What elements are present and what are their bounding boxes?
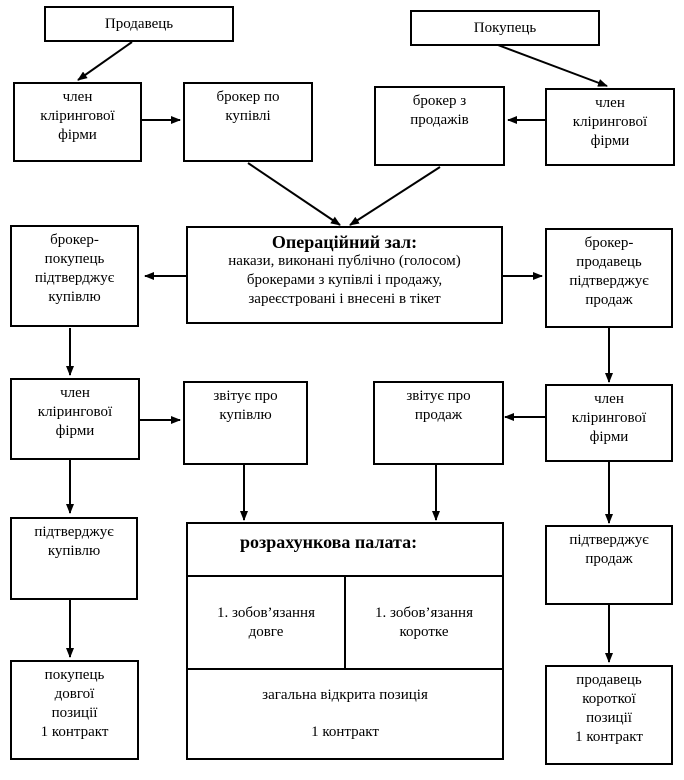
text-line: позиції [586, 710, 632, 726]
text-line: продаж [414, 407, 463, 423]
text-line: брокер з [412, 93, 467, 109]
text-line: підтверджує [34, 524, 114, 540]
text-line: член [62, 89, 93, 105]
text-line: коротке [399, 623, 449, 640]
short-position-seller-box: продавець короткої позиції 1 контракт [545, 665, 673, 765]
text-line: звітує про [213, 388, 278, 404]
trading-floor-box: Операційний зал: накази, виконані публіч… [186, 226, 503, 324]
short-obligation-cell: 1. зобов’язання коротке [346, 577, 502, 668]
text-line: купівлі [225, 108, 271, 124]
text-line: 1. зобов’язання [217, 604, 315, 621]
buyer-label: Покупець [473, 19, 537, 36]
reports-sale-box: звітує про продаж [373, 381, 504, 465]
text-line: покупець [44, 667, 105, 683]
text-line: довгої [54, 686, 95, 702]
text-line: клірингової [37, 404, 113, 420]
confirms-purchase-box: підтверджує купівлю [10, 517, 138, 600]
confirms-sale-box: підтверджує продаж [545, 525, 673, 605]
text-line: член [594, 391, 624, 407]
text-line: 1. зобов’язання [375, 604, 473, 621]
text-line: 1 контракт [40, 724, 109, 740]
text-line: клірингової [571, 410, 647, 426]
seller-box: Продавець [44, 6, 234, 42]
long-obligation-cell: 1. зобов’язання довге [188, 577, 344, 668]
text-line: підтверджує [569, 532, 649, 548]
text-line: 1 контракт [575, 729, 643, 745]
clearing-member-right-mid-box: член клірингової фірми [545, 384, 673, 462]
clearing-house-title: розрахункова палата: [240, 532, 418, 552]
text-line: брокер- [584, 235, 634, 251]
text-line: клірингової [40, 108, 115, 124]
clearing-house-box: розрахункова палата: 1. зобов’язання дов… [186, 522, 504, 760]
text-line: покупець [44, 251, 105, 267]
contract-count-text: 1 контракт [311, 724, 379, 740]
arrow-seller-to-clearing [77, 41, 133, 81]
text-line: продажів [410, 112, 469, 128]
broker-sell-box: брокер з продажів [374, 86, 505, 166]
reports-purchase-box: звітує про купівлю [183, 381, 308, 465]
clearing-member-right-top-box: член клірингової фірми [545, 88, 675, 166]
text-line: брокер по [216, 89, 280, 105]
text-line: купівлю [47, 543, 101, 559]
text-line: член [595, 95, 625, 111]
broker-buy-box: брокер по купівлі [183, 82, 313, 162]
broker-seller-confirms-box: брокер- продавець підтверджує продаж [545, 228, 673, 328]
text-line: накази, виконані публічно (голосом) [228, 253, 461, 269]
divider [188, 668, 502, 670]
seller-label: Продавець [104, 15, 174, 32]
text-line: продаж [585, 292, 633, 308]
trading-floor-title: Операційний зал: [271, 232, 418, 252]
text-line: клірингової [572, 114, 648, 130]
text-line: фірми [58, 127, 97, 143]
text-line: продавець [576, 254, 642, 270]
text-line: брокерами з купівлі і продажу, [246, 272, 443, 288]
text-line: підтверджує [34, 270, 115, 286]
long-position-buyer-box: покупець довгої позиції 1 контракт [10, 660, 139, 760]
text-line: продавець [576, 672, 642, 688]
text-line: зареєстровані і внесені в тікет [248, 291, 441, 307]
arrow-broker-sell-to-floor [349, 166, 441, 226]
text-line: довге [248, 623, 284, 640]
text-line: продаж [585, 551, 633, 567]
text-line: фірми [589, 429, 629, 445]
text-line: позиції [51, 705, 98, 721]
text-line: підтверджує [569, 273, 649, 289]
broker-buyer-confirms-box: брокер- покупець підтверджує купівлю [10, 225, 139, 327]
text-line: короткої [582, 691, 636, 707]
text-line: купівлю [219, 407, 272, 423]
arrow-buyer-to-clearing [489, 41, 608, 87]
open-interest-text: загальна відкрита позиція [262, 687, 428, 703]
text-line: фірми [590, 133, 630, 149]
divider [344, 575, 346, 670]
text-line: член [60, 385, 90, 401]
text-line: звітує про [406, 388, 471, 404]
text-line: фірми [55, 423, 95, 439]
text-line: брокер- [50, 232, 99, 248]
clearing-member-left-top-box: член клірингової фірми [13, 82, 142, 162]
buyer-box: Покупець [410, 10, 600, 46]
open-interest-cell: загальна відкрита позиція 1 контракт [188, 670, 502, 758]
clearing-member-left-mid-box: член клірингової фірми [10, 378, 140, 460]
text-line: купівлю [48, 289, 101, 305]
arrow-broker-buy-to-floor [247, 162, 341, 226]
